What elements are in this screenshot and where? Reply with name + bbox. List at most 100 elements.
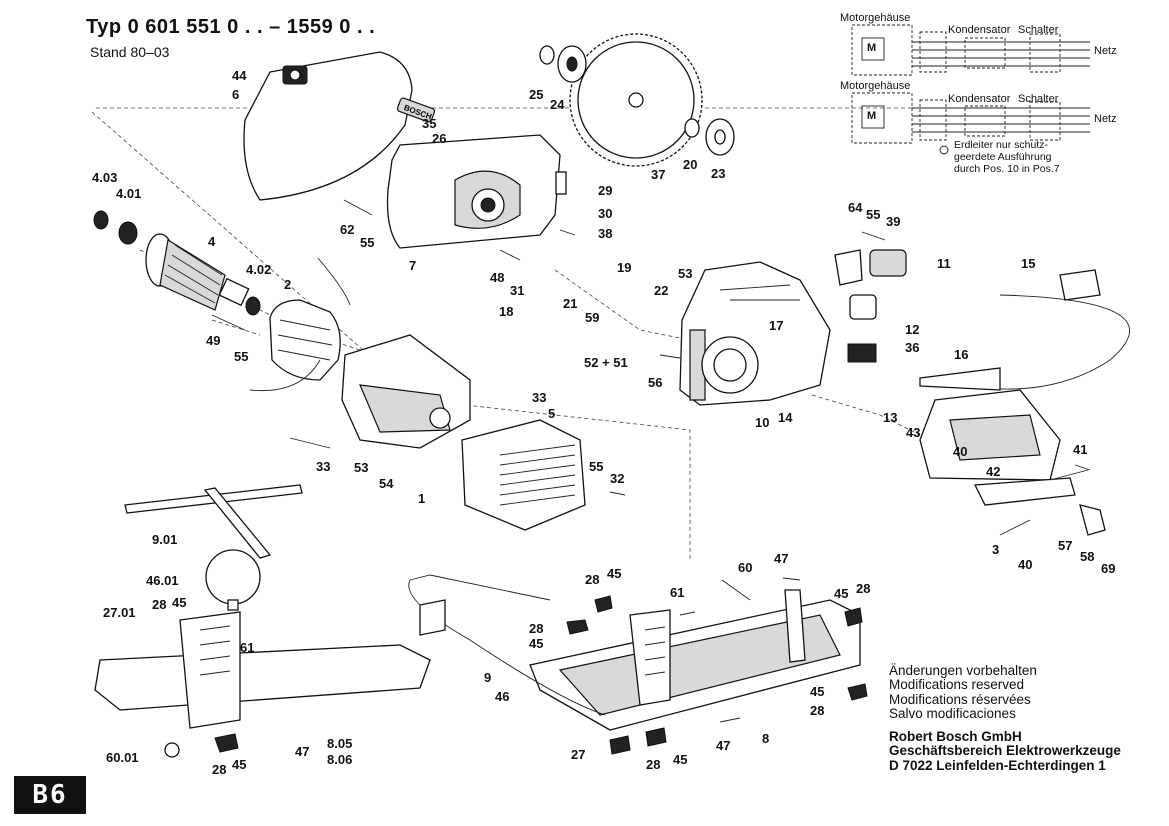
power-cord-part [919,269,1131,391]
motor-housing-label: Motorgehäuse [840,80,911,92]
mains-label: Netz [1094,113,1117,125]
armature-part [93,210,261,316]
part-label: 61 [240,640,255,655]
part-label: 45 [529,636,544,651]
company-address: Robert Bosch GmbH Geschäftsbereich Elekt… [889,729,1121,773]
motor-housing-label: Motorgehäuse [840,12,911,24]
capacitor-label: Kondensator [948,93,1011,105]
part-label: 49 [206,333,221,348]
part-label: 46.01 [146,573,179,588]
part-label: 55 [866,207,881,222]
part-label: 26 [432,131,447,146]
part-label: 19 [617,260,632,275]
company-line: Geschäftsbereich Elektrowerkzeuge [889,743,1121,759]
part-label: 8.06 [327,752,353,767]
part-label: 17 [769,318,784,333]
part-label: 7 [409,258,417,273]
part-label: 27 [571,747,586,762]
guide-line [811,394,931,441]
part-label: 44 [232,68,247,83]
earth-note: Erdleiter nur schutz- geerdete Ausführun… [954,139,1060,175]
part-label: 45 [673,752,688,767]
part-label: 45 [810,684,825,699]
part-label: 42 [986,464,1001,479]
part-label: 55 [360,235,375,250]
part-label: 24 [550,97,565,112]
part-label: 21 [563,296,578,311]
part-label: 30 [598,206,613,221]
part-label: 32 [610,471,625,486]
part-label: 60 [738,560,753,575]
part-label: 15 [1021,256,1036,271]
model-title: Typ 0 601 551 0 . . – 1559 0 . . [86,16,376,38]
part-label: 4.02 [246,262,272,277]
part-label: 61 [670,585,685,600]
part-label: 13 [883,410,898,425]
base-plate-part [408,574,861,731]
part-label: 52 + 51 [584,355,628,370]
part-label: 18 [499,304,514,319]
part-label: 4 [208,234,216,249]
part-label: 33 [532,390,547,405]
part-label: 28 [856,581,871,596]
part-label: 43 [906,425,921,440]
part-label: 28 [585,572,600,587]
part-label: 47 [716,738,731,753]
part-label: 39 [886,214,901,229]
switch-housing-part [679,261,831,406]
part-label: 40 [953,444,968,459]
part-label: 3 [992,542,1000,557]
part-label: 10 [755,415,770,430]
revision-stand: Stand 80–03 [90,44,170,60]
part-label: 6 [232,87,240,102]
part-label: 54 [379,476,394,491]
switch-label: Schalter [1018,24,1059,36]
page-badge: B6 [14,776,86,814]
part-label: 36 [905,340,920,355]
guide-line [91,111,691,560]
part-label: 28 [152,597,167,612]
modification-notes: Änderungen vorbehalten Modifications res… [889,663,1037,721]
motor-housing-part [341,334,471,449]
part-label: 62 [340,222,355,237]
part-label: 11 [937,256,951,271]
part-label: 53 [354,460,369,475]
part-label: 47 [295,744,310,759]
flange-parts [539,45,735,156]
part-label: 38 [598,226,613,241]
guide-bracket-part [919,389,1106,536]
part-label: 69 [1101,561,1116,576]
part-label: 27.01 [103,605,136,620]
part-label: 23 [711,166,726,181]
part-label: 9.01 [152,532,178,547]
note-line: Salvo modificaciones [889,705,1016,721]
part-label: 64 [848,200,863,215]
part-label: 16 [954,347,969,362]
part-label: 9 [484,670,492,685]
part-label: 28 [810,703,825,718]
part-label: 37 [651,167,666,182]
part-label: 33 [316,459,331,474]
mains-label: Netz [1094,45,1117,57]
part-label: 22 [654,283,669,298]
part-label: 29 [598,183,613,198]
part-label: 58 [1080,549,1095,564]
part-label: 47 [774,551,789,566]
part-label: 60.01 [106,750,139,765]
company-line: Robert Bosch GmbH [889,729,1022,744]
switch-label: Schalter [1018,93,1059,105]
part-label: 45 [172,595,187,610]
part-label: 31 [510,283,525,298]
part-label: 45 [607,566,622,581]
part-label: 57 [1058,538,1073,553]
note-line: Modifications reserved [889,677,1025,693]
part-label: 45 [232,757,247,772]
part-label: 25 [529,87,544,102]
blade-guard-part: BOSCH [243,51,436,201]
motor-cover-part [461,419,586,531]
part-label: 28 [212,762,227,777]
part-label: 55 [589,459,604,474]
switch-parts [834,249,907,363]
